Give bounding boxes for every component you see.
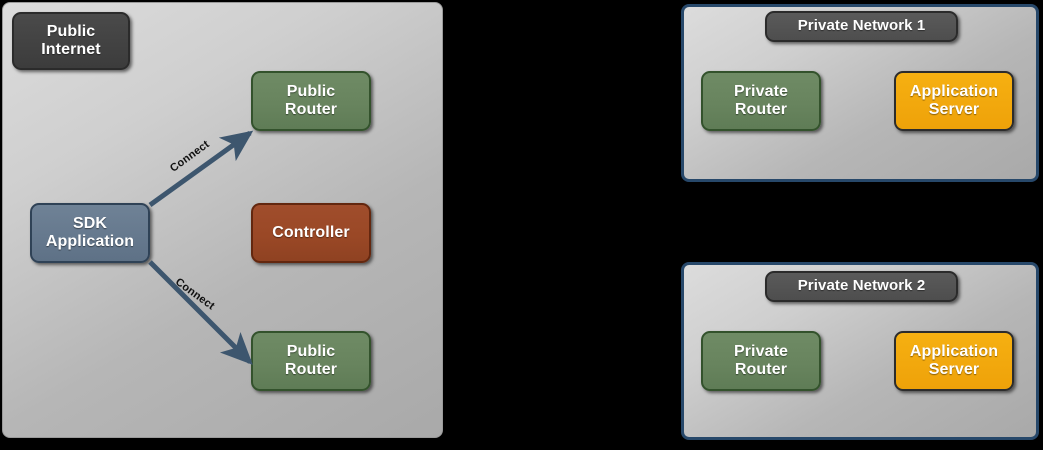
node-public-router-top[interactable]: Public Router [251,71,371,131]
node-application-server-2[interactable]: Application Server [894,331,1014,391]
node-sdk-application[interactable]: SDK Application [30,203,150,263]
private-network-2-title: Private Network 2 [765,271,958,302]
node-private-router-2[interactable]: Private Router [701,331,821,391]
node-public-internet[interactable]: Public Internet [12,12,130,70]
node-application-server-1[interactable]: Application Server [894,71,1014,131]
private-network-1-title: Private Network 1 [765,11,958,42]
node-public-router-bottom[interactable]: Public Router [251,331,371,391]
node-controller[interactable]: Controller [251,203,371,263]
node-private-router-1[interactable]: Private Router [701,71,821,131]
